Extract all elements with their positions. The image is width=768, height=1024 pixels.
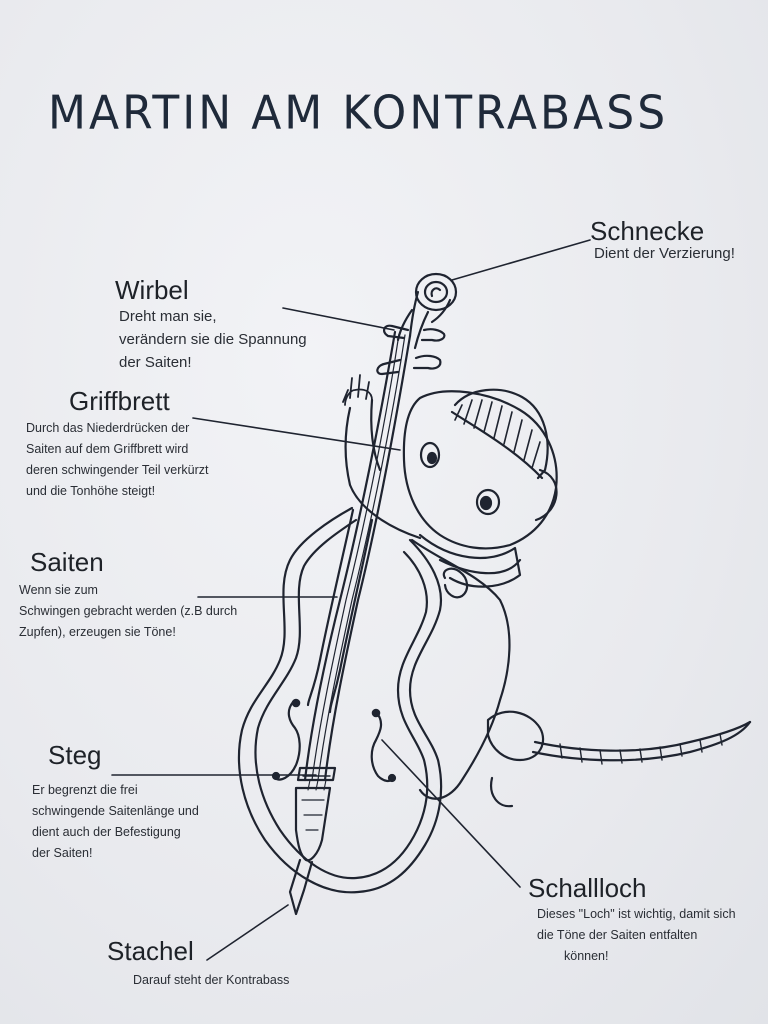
label-line: können! — [564, 949, 609, 963]
label-line: Durch das Niederdrücken der — [26, 421, 190, 435]
label-line: und die Tonhöhe steigt! — [26, 484, 156, 498]
label-line: Schwingen gebracht werden (z.B durch — [19, 604, 238, 618]
pointer-stachel — [206, 904, 289, 961]
label-schnecke-title: Schnecke — [590, 216, 705, 246]
label-saiten-title: Saiten — [30, 547, 104, 577]
pointer-schnecke — [451, 239, 591, 281]
label-line: der Saiten! — [32, 846, 93, 860]
label-line: Dieses "Loch" ist wichtig, damit sich — [537, 907, 736, 921]
label-line: die Töne der Saiten entfalten — [537, 928, 698, 942]
mouse-illustration — [342, 374, 752, 808]
label-line: Zupfen), erzeugen sie Töne! — [19, 625, 176, 639]
label-schallloch-title: Schallloch — [528, 873, 647, 903]
label-wirbel-title: Wirbel — [115, 275, 189, 305]
label-line: Wenn sie zum — [19, 583, 98, 597]
label-line: deren schwingender Teil verkürzt — [26, 463, 209, 477]
label-steg-title: Steg — [48, 740, 102, 770]
label-line: schwingende Saitenlänge und — [32, 804, 199, 818]
label-wirbel-desc: Dreht man sie, verändern sie die Spannun… — [119, 305, 307, 374]
label-stachel-title: Stachel — [107, 936, 194, 966]
label-stachel-desc: Darauf steht der Kontrabass — [133, 970, 289, 991]
pointer-wirbel — [282, 307, 395, 331]
label-line: Er begrenzt die frei — [32, 783, 138, 797]
label-line: der Saiten! — [119, 354, 192, 371]
pointer-lines — [111, 239, 591, 961]
pointer-griffbrett — [192, 417, 401, 451]
label-schallloch-desc: Dieses "Loch" ist wichtig, damit sich di… — [537, 904, 736, 967]
label-saiten-desc: Wenn sie zum Schwingen gebracht werden (… — [19, 580, 237, 643]
page-title: MARTIN AM KONTRABASS — [48, 86, 669, 141]
label-line: Darauf steht der Kontrabass — [133, 973, 290, 987]
label-griffbrett-title: Griffbrett — [69, 386, 170, 416]
label-steg-desc: Er begrenzt die frei schwingende Saitenl… — [32, 780, 199, 864]
label-line: Dient der Verzierung! — [594, 245, 735, 262]
label-line: Dreht man sie, — [119, 308, 217, 325]
label-line: verändern sie die Spannung — [119, 331, 307, 348]
label-line: Saiten auf dem Griffbrett wird — [26, 442, 189, 456]
label-schnecke-desc: Dient der Verzierung! — [594, 242, 735, 265]
label-griffbrett-desc: Durch das Niederdrücken der Saiten auf d… — [26, 418, 209, 502]
label-line: dient auch der Befestigung — [32, 825, 181, 839]
pointer-schallloch — [381, 739, 521, 888]
